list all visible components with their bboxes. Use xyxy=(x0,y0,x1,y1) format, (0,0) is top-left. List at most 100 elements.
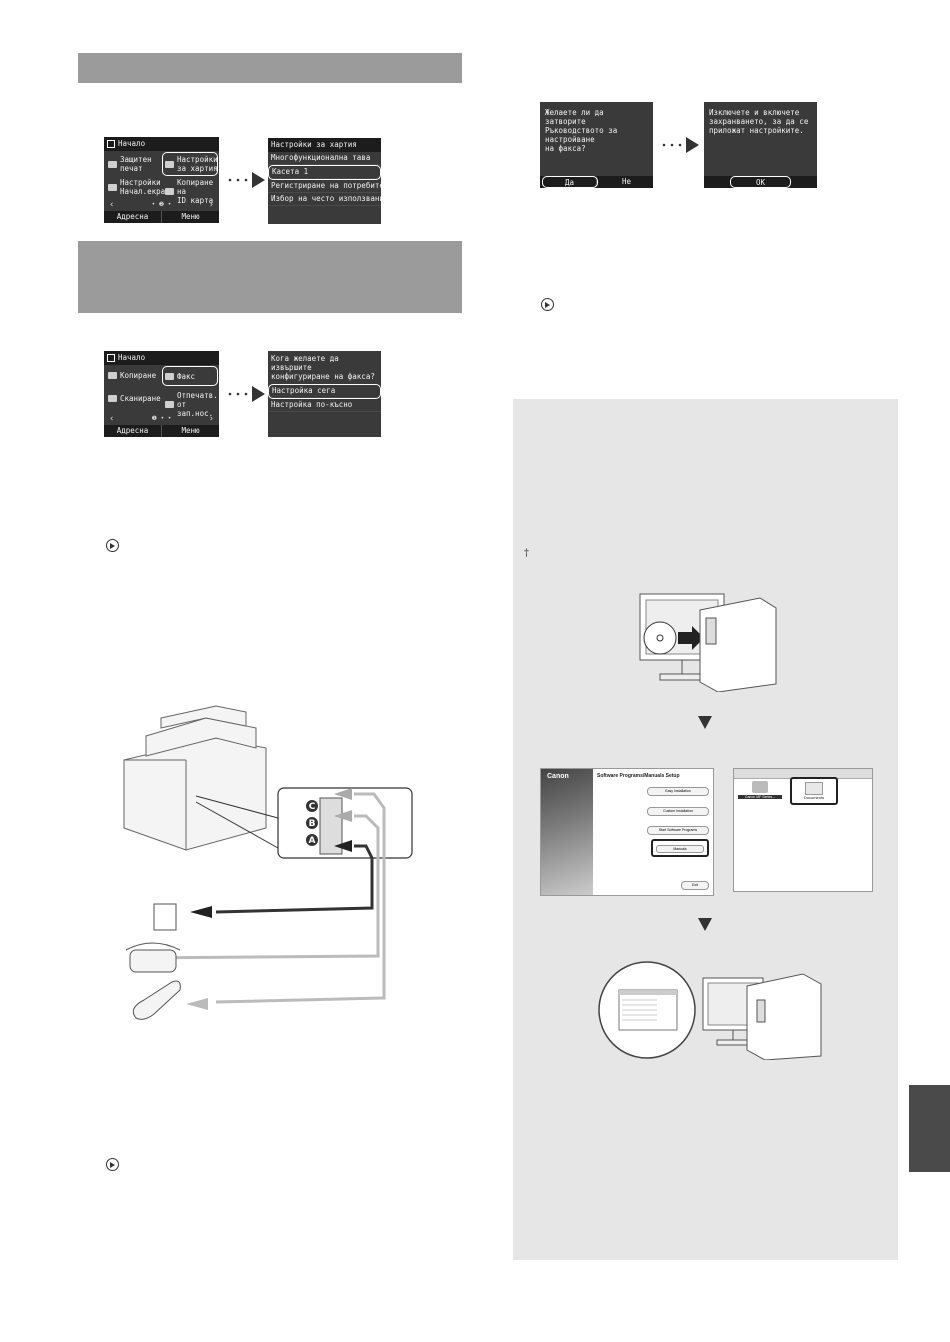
lcd-pager: ‹ ❶ • • › xyxy=(104,413,219,425)
lcd-close-guide: Желаете ли да затворите Ръководството за… xyxy=(540,102,653,188)
menu-button[interactable]: Меню xyxy=(181,212,200,221)
lcd-question: Желаете ли да затворите Ръководството за… xyxy=(545,108,618,153)
next-step-icon xyxy=(106,1158,119,1171)
yes-button[interactable]: Да xyxy=(542,176,598,188)
start-software-button[interactable]: Start Software Programs xyxy=(647,826,709,835)
next-step-icon xyxy=(106,539,119,552)
custom-installation-button[interactable]: Custom Installation xyxy=(647,807,709,816)
lcd-footer: Да Не xyxy=(540,176,653,188)
scan-icon xyxy=(108,395,117,402)
menu-item-setup-later[interactable]: Настройка по-късно xyxy=(268,399,381,412)
step-arrow-2 xyxy=(228,386,265,402)
cd-drive-item[interactable]: Canon MF Series... xyxy=(738,781,782,805)
fax-icon xyxy=(165,372,174,380)
lcd-fax-when: Кога желаете да извършите конфигуриране … xyxy=(268,351,381,437)
lcd-paper-menu: Настройки за хартия Многофункционална та… xyxy=(268,138,381,224)
id-card-icon xyxy=(165,188,174,195)
secure-print-icon xyxy=(108,160,117,168)
lcd-cell-home-settings[interactable]: Настройки Начал.екран xyxy=(108,178,170,196)
down-arrow-2 xyxy=(698,918,712,931)
lcd-home-fax: Начало Копиране Факс Сканиране Отпечатв.… xyxy=(104,351,219,437)
down-arrow-1 xyxy=(698,716,712,729)
gear-icon xyxy=(108,183,117,191)
lcd-cell-secure-print[interactable]: Защитен печат xyxy=(108,155,152,173)
chevron-left-icon[interactable]: ‹ xyxy=(109,414,115,424)
drive-icon xyxy=(752,781,768,793)
manuals-button[interactable]: Manuals xyxy=(651,839,709,857)
next-step-icon xyxy=(541,298,554,311)
lcd-restart: Изключете и включете захранването, за да… xyxy=(704,102,817,188)
setup-window-title: Software Programs/Manuals Setup xyxy=(597,773,680,779)
home-icon xyxy=(107,354,115,362)
setup-window: Canon Software Programs/Manuals Setup Ea… xyxy=(540,768,714,896)
address-book-button[interactable]: Адресна книга xyxy=(104,425,162,437)
lcd-footer: Адресна книга Меню xyxy=(104,425,219,437)
insert-arrow xyxy=(678,626,704,650)
plug-arrow-a xyxy=(334,840,352,852)
setup-window-art xyxy=(541,769,593,895)
lcd-cell-scan[interactable]: Сканиране xyxy=(108,394,161,403)
manual-on-pc-illustration xyxy=(598,961,822,1060)
connector-label-c: C xyxy=(309,802,316,812)
language-tab xyxy=(909,1085,950,1172)
wall-jack-icon xyxy=(153,903,177,931)
ok-button[interactable]: OK xyxy=(730,176,791,188)
lcd-cell-media-print[interactable]: Отпечатв. от зап.нос. xyxy=(165,391,219,418)
printer-icon xyxy=(123,705,267,851)
lcd-question: Кога желаете да извършите конфигуриране … xyxy=(271,354,375,381)
footnote-mark: † xyxy=(524,548,529,559)
cd-icon xyxy=(643,621,677,655)
menu-item-setup-now[interactable]: Настройка сега xyxy=(268,384,381,399)
chevron-right-icon[interactable]: › xyxy=(208,414,214,424)
plug-arrow-b xyxy=(334,810,352,822)
copy-icon xyxy=(108,372,117,379)
easy-installation-button[interactable]: Easy Installation xyxy=(647,787,709,796)
step-arrow-3 xyxy=(662,137,699,153)
folder-window: Canon MF Series... Documents xyxy=(733,768,873,892)
chevron-left-icon[interactable]: ‹ xyxy=(109,200,115,210)
brand-logo: Canon xyxy=(547,773,569,780)
paper-icon xyxy=(165,160,174,168)
connector-label-b: B xyxy=(309,819,316,829)
chevron-right-icon[interactable]: › xyxy=(208,200,214,210)
pc-tower-icon xyxy=(699,597,777,692)
pc-tower-icon xyxy=(746,973,822,1060)
memory-media-icon xyxy=(165,401,174,408)
lcd-footer: OK xyxy=(704,176,817,188)
lcd-footer: Адресна книга Меню xyxy=(104,211,219,223)
menu-button[interactable]: Меню xyxy=(181,426,200,435)
connector-label-a: A xyxy=(309,836,316,846)
lcd-home-paper: Начало Защитен печат Настройки за хартия… xyxy=(104,137,219,223)
home-icon xyxy=(107,140,115,148)
handset-icon xyxy=(132,980,181,1020)
lcd-cell-id-copy[interactable]: Копиране на ID карта xyxy=(165,178,219,205)
lcd-cell-copy[interactable]: Копиране xyxy=(108,371,156,380)
documents-folder-item[interactable]: Documents xyxy=(790,777,838,805)
manuals-button-label: Manuals xyxy=(656,845,704,853)
step-arrow-1 xyxy=(228,172,265,188)
lcd-message: Изключете и включете захранването, за да… xyxy=(709,108,809,135)
folder-icon xyxy=(805,782,823,795)
lcd-title: Начало xyxy=(104,137,219,151)
plug-arrow-c xyxy=(334,788,352,800)
lcd-pager: ‹ • ❷ • › xyxy=(104,199,219,211)
lcd-cell-paper-settings[interactable]: Настройки за хартия xyxy=(162,152,218,176)
menu-item-drawer-1[interactable]: Касета 1 xyxy=(268,165,381,180)
section-header-bar-1 xyxy=(78,53,462,83)
menu-item-frequent-sizes[interactable]: Избор на често използвани форм xyxy=(268,193,381,206)
no-button[interactable]: Не xyxy=(621,177,632,186)
exit-button[interactable]: Exit xyxy=(681,881,709,890)
lcd-cell-fax[interactable]: Факс xyxy=(162,366,218,386)
menu-item-multipurpose-tray[interactable]: Многофункционална тава xyxy=(268,152,381,165)
printer-connection-illustration: C B A xyxy=(123,705,413,1020)
telephone-icon xyxy=(125,942,181,973)
menu-item-register-custom[interactable]: Регистриране на потребителска xyxy=(268,180,381,193)
lcd-title: Начало xyxy=(104,351,219,365)
section-header-bar-2 xyxy=(78,241,462,313)
page-dots: ❶ • • xyxy=(151,415,172,422)
handset-arrow xyxy=(186,998,208,1010)
page-dots: • ❷ • xyxy=(151,201,172,208)
address-book-button[interactable]: Адресна книга xyxy=(104,211,162,223)
lcd-title: Настройки за хартия xyxy=(268,138,381,152)
cd-insert-illustration xyxy=(639,593,777,692)
